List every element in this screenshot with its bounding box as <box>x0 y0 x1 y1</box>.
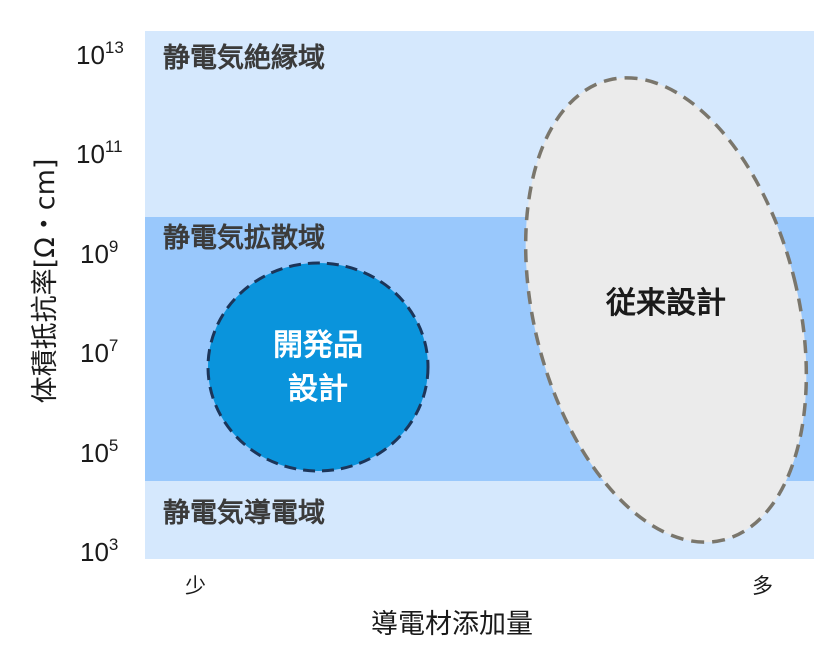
x-axis-low-label: 少 <box>185 574 206 598</box>
conventional-design-region: 従来設計 <box>523 76 809 544</box>
conventional-design-label: 従来設計 <box>605 286 726 321</box>
y-tick-13: 1013 <box>76 38 124 70</box>
y-tick-3: 103 <box>80 535 118 567</box>
y-tick-11: 1011 <box>76 137 123 169</box>
y-tick-9: 109 <box>80 237 118 269</box>
y-axis-title: 体積抵抗率[Ω・cm] <box>30 159 61 404</box>
developed-product-label-line2: 設計 <box>288 372 348 407</box>
dissipative-band-label: 静電気拡散域 <box>163 222 325 254</box>
x-axis-title: 導電材添加量 <box>371 609 533 640</box>
developed-product-circle <box>206 261 430 473</box>
conventional-design-ellipse <box>523 76 809 544</box>
y-tick-5: 105 <box>80 436 118 468</box>
insulating-band-label: 静電気絶縁域 <box>163 42 325 74</box>
conductive-band-label: 静電気導電域 <box>163 497 325 529</box>
y-axis-ticks: 1013 1011 109 107 105 103 <box>76 38 124 567</box>
developed-product-region: 開発品 設計 <box>206 261 430 473</box>
y-tick-7: 107 <box>80 336 118 368</box>
x-axis-high-label: 多 <box>752 574 773 598</box>
developed-product-label-line1: 開発品 <box>273 328 363 363</box>
